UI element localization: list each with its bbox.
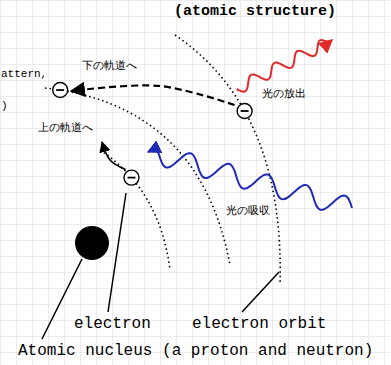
part-label: Atomic nucleus (a proton and neutron) (18, 342, 373, 360)
part-label: electron orbit (192, 315, 326, 333)
transition-label: 上の軌道へ (38, 122, 93, 135)
leader-line (108, 193, 126, 312)
electron-orbit (100, 150, 170, 270)
electron-symbol (237, 104, 252, 119)
emission-label: 光の放出 (262, 88, 306, 101)
electron-symbol (124, 170, 139, 185)
cut-text: attern, (1, 68, 47, 81)
atomic-nucleus (75, 226, 109, 260)
transition-arrow (71, 85, 234, 105)
transition-arrow (102, 142, 126, 170)
diagram-title: (atomic structure) (174, 3, 336, 20)
transition-label: 下の軌道へ (82, 60, 137, 73)
emitted-light-wave (237, 40, 332, 92)
illustration-parts (53, 40, 352, 210)
leader-line (242, 272, 279, 312)
electron-orbit (175, 35, 280, 285)
absorbed-light-wave (148, 150, 352, 210)
electron-symbol (53, 83, 68, 98)
absorption-label: 光の吸収 (226, 205, 270, 218)
part-label: electron (74, 315, 151, 333)
cut-text: ) (1, 100, 8, 113)
